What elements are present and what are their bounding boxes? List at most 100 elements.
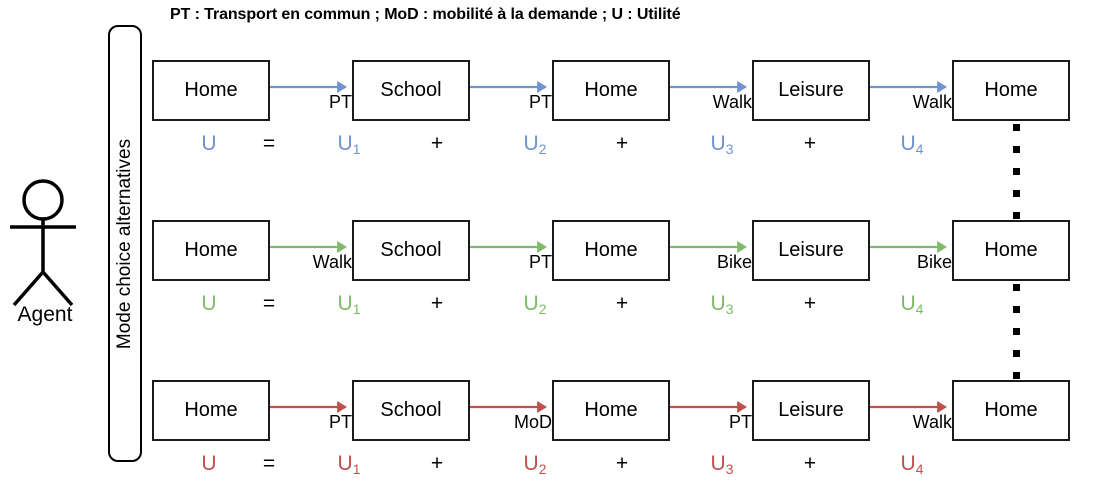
ellipsis-dot: [1013, 328, 1020, 335]
plus-sign: +: [803, 292, 817, 315]
plus-sign: +: [803, 132, 817, 155]
utility-term: U4: [900, 452, 924, 478]
utility-term: U1: [337, 132, 361, 158]
arrow-icon: [870, 401, 947, 413]
ellipsis-dot: [1013, 190, 1020, 197]
activity-node[interactable]: Home: [152, 220, 270, 281]
plus-sign: +: [615, 292, 629, 315]
ellipsis-dot: [1013, 168, 1020, 175]
activity-node[interactable]: Leisure: [752, 380, 870, 441]
utility-equation-3: U = U1 + U2 + U3 + U4: [152, 450, 1070, 484]
arrow-icon: [470, 401, 547, 413]
trip-mode-label: Walk: [312, 252, 352, 272]
arrow-icon: [870, 81, 947, 93]
plus-sign: +: [803, 452, 817, 475]
trip-link: PT: [470, 60, 552, 121]
ellipsis-dot: [1013, 372, 1020, 379]
activity-node[interactable]: School: [352, 380, 470, 441]
stick-figure-icon: [10, 179, 76, 307]
utility-term: U3: [710, 132, 734, 158]
trip-link: PT: [670, 380, 752, 441]
utility-term: U1: [337, 292, 361, 318]
activity-node[interactable]: Home: [152, 60, 270, 121]
trip-link: PT: [270, 60, 352, 121]
ellipsis-dot: [1013, 124, 1020, 131]
ellipsis-dot: [1013, 284, 1020, 291]
trip-mode-label: Bike: [716, 252, 752, 272]
trip-mode-label: PT: [328, 412, 352, 432]
activity-node[interactable]: School: [352, 220, 470, 281]
activity-node[interactable]: Leisure: [752, 220, 870, 281]
plus-sign: +: [430, 292, 444, 315]
activity-node[interactable]: Home: [552, 220, 670, 281]
trip-link: PT: [270, 380, 352, 441]
utility-total: U: [201, 132, 217, 155]
plus-sign: +: [615, 452, 629, 475]
ellipsis-dot: [1013, 350, 1020, 357]
activity-node[interactable]: Home: [552, 60, 670, 121]
arrow-icon: [670, 241, 747, 253]
trip-link: Walk: [670, 60, 752, 121]
trip-link: Walk: [270, 220, 352, 281]
mode-choice-panel: Mode choice alternatives: [108, 25, 142, 462]
arrow-icon: [470, 81, 547, 93]
utility-term: U2: [523, 452, 547, 478]
arrow-icon: [870, 241, 947, 253]
equals-sign: =: [262, 452, 276, 475]
agent-figure: Agent: [0, 175, 100, 335]
activity-node[interactable]: Leisure: [752, 60, 870, 121]
utility-total: U: [201, 452, 217, 475]
trip-link: MoD: [470, 380, 552, 441]
trip-link: PT: [470, 220, 552, 281]
ellipsis-dot: [1013, 146, 1020, 153]
activity-node[interactable]: Home: [152, 380, 270, 441]
trip-mode-label: Walk: [712, 92, 752, 112]
trip-mode-label: PT: [528, 252, 552, 272]
trip-link: Walk: [870, 60, 952, 121]
utility-term: U4: [900, 292, 924, 318]
trip-mode-label: Walk: [912, 412, 952, 432]
plus-sign: +: [615, 132, 629, 155]
arrow-icon: [270, 401, 347, 413]
trip-link: Bike: [870, 220, 952, 281]
activity-node[interactable]: Home: [952, 220, 1070, 281]
trip-link: Bike: [670, 220, 752, 281]
utility-term: U4: [900, 132, 924, 158]
arrow-icon: [270, 241, 347, 253]
utility-term: U1: [337, 452, 361, 478]
activity-node[interactable]: Home: [552, 380, 670, 441]
arrow-icon: [670, 81, 747, 93]
agent-label: Agent: [17, 303, 73, 326]
legend-text: PT : Transport en commun ; MoD : mobilit…: [170, 6, 681, 23]
equals-sign: =: [262, 132, 276, 155]
trip-mode-label: PT: [528, 92, 552, 112]
trip-mode-label: MoD: [513, 412, 552, 432]
trip-link: Walk: [870, 380, 952, 441]
plus-sign: +: [430, 452, 444, 475]
trip-mode-label: Walk: [912, 92, 952, 112]
equals-sign: =: [262, 292, 276, 315]
utility-term: U3: [710, 452, 734, 478]
utility-term: U2: [523, 292, 547, 318]
activity-node[interactable]: Home: [952, 60, 1070, 121]
utility-equation-2: U = U1 + U2 + U3 + U4: [152, 290, 1070, 324]
utility-term: U3: [710, 292, 734, 318]
arrow-icon: [670, 401, 747, 413]
trip-mode-label: PT: [328, 92, 352, 112]
utility-term: U2: [523, 132, 547, 158]
trip-mode-label: PT: [728, 412, 752, 432]
arrow-icon: [470, 241, 547, 253]
vertical-ellipsis-1: [1013, 124, 1021, 219]
trip-mode-label: Bike: [916, 252, 952, 272]
activity-node[interactable]: School: [352, 60, 470, 121]
ellipsis-dot: [1013, 306, 1020, 313]
ellipsis-dot: [1013, 212, 1020, 219]
utility-total: U: [201, 292, 217, 315]
activity-node[interactable]: Home: [952, 380, 1070, 441]
